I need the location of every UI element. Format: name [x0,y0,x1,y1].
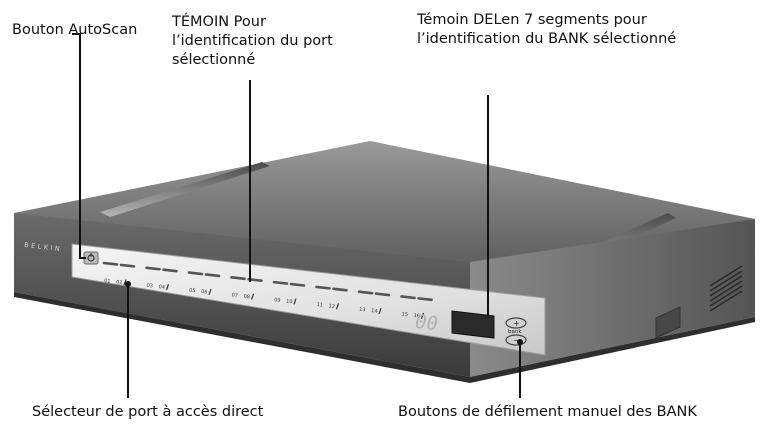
port-led-callout-line1: TÉMOIN Pour [172,14,266,30]
bank-label: bank [508,329,522,335]
port-selector-callout-text: Sélecteur de port à accès direct [32,404,264,420]
bank-buttons-callout: Boutons de défilement manuel des BANK [398,403,697,422]
autoscan-callout-text: Bouton AutoScan [12,22,138,38]
port-led-13 [357,290,374,295]
minus-icon: − [513,336,520,345]
bank-buttons-leader-dot [517,339,523,345]
device-bottom-edge [14,292,755,383]
port-label-06[interactable]: 06 [201,289,208,296]
port-led-11 [315,285,331,290]
port-selector-button[interactable] [335,303,340,310]
port-led-15 [400,295,416,300]
port-selector-callout: Sélecteur de port à accès direct [32,403,263,422]
port-selector-button[interactable] [250,293,255,300]
bank-up-button[interactable]: + [505,317,527,329]
port-label-09[interactable]: 09 [274,297,281,304]
port-led-10 [289,282,306,287]
autoscan-button[interactable] [83,251,99,265]
bank-led-callout-line1: Témoin DELen 7 segments pour [417,12,647,28]
port-label-11[interactable]: 11 [316,302,323,309]
port-selector-leader-dot [125,281,131,287]
port-selector-button[interactable] [208,288,212,296]
bank-buttons-callout-text: Boutons de défilement manuel des BANK [398,404,697,420]
port-led-04 [162,268,178,273]
port-label-16[interactable]: 16 [413,313,420,320]
port-selector-button[interactable] [123,279,127,286]
port-led-callout-line2: l’identification du port [172,33,333,49]
port-label-15[interactable]: 15 [401,311,408,318]
port-label-14[interactable]: 14 [371,308,378,315]
port-led-16 [417,297,433,302]
port-label-03[interactable]: 03 [146,283,153,290]
port-led-strip [102,261,433,302]
port-selector-button[interactable] [378,307,382,315]
port-label-07[interactable]: 07 [231,292,238,299]
port-label-02[interactable]: 02 [116,279,123,286]
port-label-05[interactable]: 05 [189,288,196,295]
autoscan-callout: Bouton AutoScan [12,21,137,40]
port-led-06 [204,273,221,278]
port-label-08[interactable]: 08 [243,294,250,301]
port-led-03 [145,266,161,271]
port-selector-button[interactable] [165,284,170,291]
port-selector-button[interactable] [420,312,425,319]
port-label-10[interactable]: 10 [286,298,293,305]
vent-grille [709,265,743,312]
bank-led-callout-line2: l’identification du BANK sélectionné [417,31,677,47]
port-label-04[interactable]: 04 [158,284,165,291]
autoscan-leader [72,33,86,259]
bank-down-button[interactable]: − [505,334,527,346]
leader-lines [72,33,521,398]
port-label-01[interactable]: 01 [104,278,111,285]
port-led-09 [272,280,289,285]
port-led-14 [374,292,391,297]
port-led-callout: TÉMOIN Pour l’identification du port sél… [172,13,333,70]
autoscan-icon [87,253,95,262]
port-selector-labels: 01 02 03 04 05 06 07 08 09 10 11 12 13 14 15 16 [104,278,425,320]
plus-icon: + [513,319,520,328]
port-led-07 [230,276,246,281]
port-led-12 [332,287,348,292]
port-selector-button[interactable] [293,298,297,305]
top-groove-left [100,162,270,217]
port-led-05 [187,271,204,276]
port-led-callout-line3: sélectionné [172,52,256,68]
side-port-cutout [655,306,681,339]
bank-display: 00 [412,310,495,339]
port-label-13[interactable]: 13 [359,307,366,314]
port-led-02 [119,263,136,268]
port-label-12[interactable]: 12 [328,303,335,310]
port-led-01 [102,261,119,266]
bank-display-digits: 00 [412,310,441,335]
bank-led-callout: Témoin DELen 7 segments pour l’identific… [417,11,676,49]
